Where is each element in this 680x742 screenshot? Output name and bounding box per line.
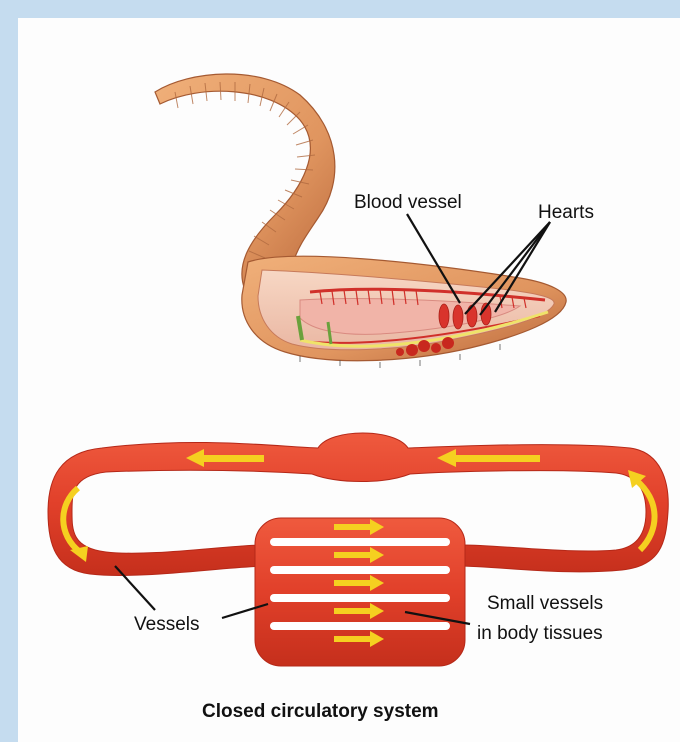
label-hearts: Hearts [538, 202, 594, 223]
earthworm-illustration: Blood vessel Hearts [155, 74, 594, 368]
label-vessels: Vessels [134, 614, 199, 635]
label-blood-vessel: Blood vessel [354, 192, 462, 213]
label-small-vessels-line1: Small vessels [487, 593, 603, 614]
label-small-vessels-line2: in body tissues [477, 623, 603, 644]
arrow-top-left-shaft [202, 455, 264, 462]
figure-caption: Closed circulatory system [202, 701, 439, 722]
circulatory-loop-diagram: Vessels Small vessels in body tissues [48, 433, 668, 666]
arrow-top-right-shaft [454, 455, 540, 462]
